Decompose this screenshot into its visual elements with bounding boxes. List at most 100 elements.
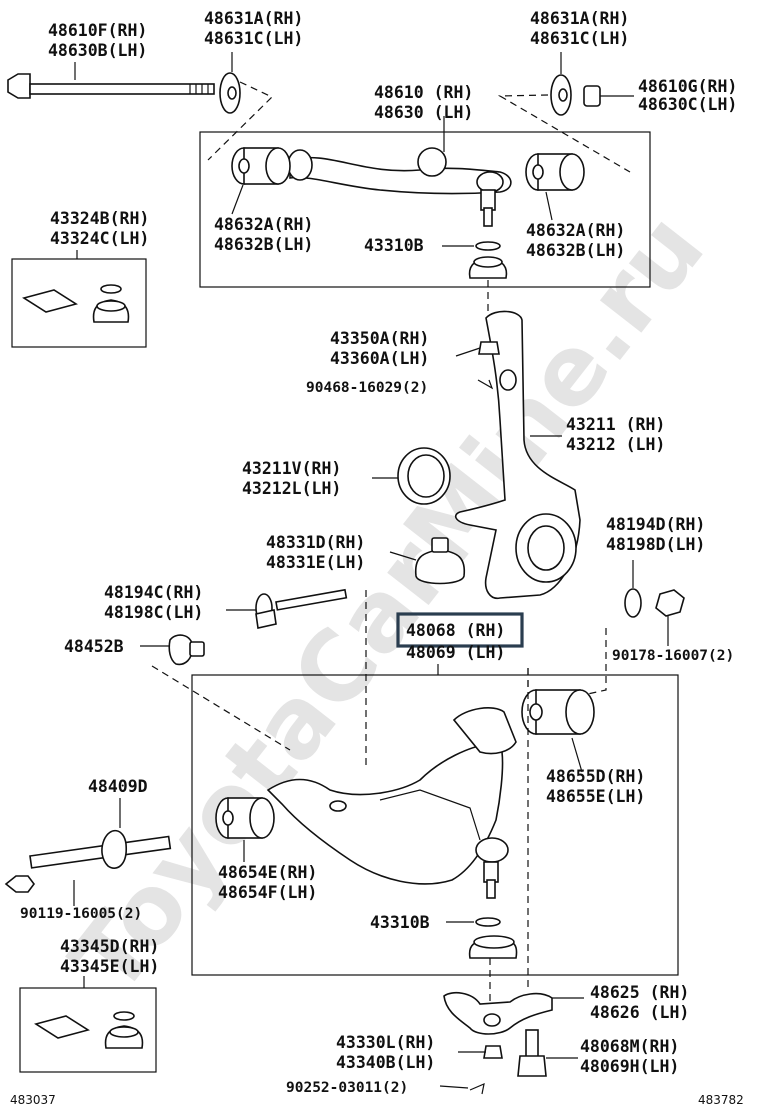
- svg-text:43212 (LH): 43212 (LH): [566, 435, 665, 454]
- label-48194C[interactable]: 48194C(RH) 48198C(LH): [104, 583, 203, 622]
- cam-washer-lower[interactable]: [168, 634, 205, 666]
- knuckle-arm-bolt[interactable]: [517, 1029, 547, 1077]
- svg-text:43211 (RH): 43211 (RH): [566, 415, 665, 434]
- steering-knuckle-arm[interactable]: [443, 991, 553, 1035]
- label-48632A-right[interactable]: 48632A(RH) 48632B(LH): [526, 221, 625, 260]
- boot-kit-boot-upper[interactable]: [92, 284, 130, 323]
- upper-boot-kit-frame: [11, 258, 147, 348]
- camber-bolt-lower[interactable]: [255, 588, 348, 629]
- lower-arm-bushing-front[interactable]: [215, 797, 275, 839]
- label-48625[interactable]: 48625 (RH) 48626 (LH): [590, 983, 689, 1022]
- svg-text:43330L(RH): 43330L(RH): [336, 1033, 435, 1052]
- svg-text:48655D(RH): 48655D(RH): [546, 767, 645, 786]
- label-43345D[interactable]: 43345D(RH) 43345E(LH): [60, 937, 159, 976]
- cam-washer-left[interactable]: [219, 72, 241, 114]
- upper-ball-joint-boot[interactable]: [468, 241, 508, 279]
- label-48610F[interactable]: 48610F(RH) 48630B(LH): [48, 21, 147, 60]
- svg-text:48632B(LH): 48632B(LH): [214, 235, 313, 254]
- lower-control-arm[interactable]: [266, 707, 517, 885]
- label-48069[interactable]: 48069 (LH): [406, 643, 505, 662]
- label-48068M[interactable]: 48068M(RH) 48069H(LH): [580, 1037, 679, 1076]
- castle-nut-upper[interactable]: [478, 341, 500, 355]
- lower-arm-bolt[interactable]: [4, 835, 172, 893]
- svg-text:43345D(RH): 43345D(RH): [60, 937, 159, 956]
- cam-plate-right[interactable]: [624, 588, 642, 618]
- label-48331D[interactable]: 48331D(RH) 48331E(LH): [266, 533, 365, 572]
- castle-nut-lower[interactable]: [483, 1045, 503, 1059]
- cotter-pin-upper[interactable]: [477, 379, 494, 390]
- svg-text:48630B(LH): 48630B(LH): [48, 41, 147, 60]
- upper-arm-bolt[interactable]: [7, 73, 215, 99]
- svg-text:48631C(LH): 48631C(LH): [204, 29, 303, 48]
- svg-text:48631A(RH): 48631A(RH): [530, 9, 629, 28]
- label-48409D[interactable]: 48409D: [88, 777, 148, 796]
- label-48610[interactable]: 48610 (RH) 48630 (LH): [374, 83, 473, 122]
- label-48655D[interactable]: 48655D(RH) 48655E(LH): [546, 767, 645, 806]
- svg-text:48632A(RH): 48632A(RH): [214, 215, 313, 234]
- svg-text:48198D(LH): 48198D(LH): [606, 535, 705, 554]
- highlight-box-48068: [396, 612, 524, 648]
- svg-text:43345E(LH): 43345E(LH): [60, 957, 159, 976]
- cam-plate-lower[interactable]: [101, 829, 127, 869]
- svg-text:43340B(LH): 43340B(LH): [336, 1053, 435, 1072]
- svg-text:48632B(LH): 48632B(LH): [526, 241, 625, 260]
- svg-text:48630 (LH): 48630 (LH): [374, 103, 473, 122]
- label-90178[interactable]: 90178-16007(2): [612, 648, 734, 664]
- bump-stopper[interactable]: [414, 537, 466, 585]
- svg-text:43360A(LH): 43360A(LH): [330, 349, 429, 368]
- svg-text:48331D(RH): 48331D(RH): [266, 533, 365, 552]
- svg-text:43324B(RH): 43324B(RH): [50, 209, 149, 228]
- label-48194D[interactable]: 48194D(RH) 48198D(LH): [606, 515, 705, 554]
- lower-ball-joint[interactable]: [475, 837, 509, 899]
- svg-text:43211V(RH): 43211V(RH): [242, 459, 341, 478]
- cotter-pin-lower[interactable]: [469, 1082, 485, 1095]
- boot-kit-grease-pack-lower[interactable]: [34, 1015, 90, 1039]
- nut-right-lower[interactable]: [655, 589, 685, 617]
- label-48654E[interactable]: 48654E(RH) 48654F(LH): [218, 863, 317, 902]
- label-48068-highlighted[interactable]: 48068 (RH): [406, 621, 505, 640]
- label-90252[interactable]: 90252-03011(2): [286, 1080, 408, 1096]
- upper-arm-group-frame: [199, 131, 651, 288]
- label-43324B[interactable]: 43324B(RH) 43324C(LH): [50, 209, 149, 248]
- svg-text:48610F(RH): 48610F(RH): [48, 21, 147, 40]
- svg-text:48194D(RH): 48194D(RH): [606, 515, 705, 534]
- svg-text:48610G(RH): 48610G(RH): [638, 77, 737, 96]
- svg-text:48631A(RH): 48631A(RH): [204, 9, 303, 28]
- svg-text:48654F(LH): 48654F(LH): [218, 883, 317, 902]
- boot-kit-grease-pack-upper[interactable]: [22, 289, 78, 313]
- lower-arm-bushing-rear[interactable]: [521, 689, 595, 735]
- upper-arm-nut[interactable]: [583, 85, 634, 107]
- illustration-code-right: 483782: [698, 1093, 744, 1107]
- knuckle-seal[interactable]: [397, 447, 451, 505]
- upper-arm-bushing-rear[interactable]: [525, 153, 585, 191]
- lower-boot-kit-frame: [19, 987, 157, 1073]
- boot-kit-boot-lower[interactable]: [104, 1011, 144, 1049]
- upper-control-arm[interactable]: [287, 147, 512, 227]
- svg-text:48655E(LH): 48655E(LH): [546, 787, 645, 806]
- svg-text:48198C(LH): 48198C(LH): [104, 603, 203, 622]
- label-48631A-left[interactable]: 48631A(RH) 48631C(LH): [204, 9, 303, 48]
- label-48632A-left[interactable]: 48632A(RH) 48632B(LH): [214, 215, 313, 254]
- label-43310B-bottom[interactable]: 43310B: [370, 913, 430, 932]
- svg-text:48631C(LH): 48631C(LH): [530, 29, 629, 48]
- label-43211[interactable]: 43211 (RH) 43212 (LH): [566, 415, 665, 454]
- label-90119[interactable]: 90119-16005(2): [20, 906, 142, 922]
- label-48631A-right[interactable]: 48631A(RH) 48631C(LH): [530, 9, 629, 48]
- cam-washer-right[interactable]: [550, 74, 572, 116]
- label-43330L[interactable]: 43330L(RH) 43340B(LH): [336, 1033, 435, 1072]
- label-43350A[interactable]: 43350A(RH) 43360A(LH): [330, 329, 429, 368]
- upper-arm-bushing-front[interactable]: [231, 147, 291, 185]
- lower-ball-joint-boot[interactable]: [468, 917, 518, 959]
- steering-knuckle[interactable]: [454, 310, 581, 600]
- label-43310B-top[interactable]: 43310B: [364, 236, 424, 255]
- label-48610G[interactable]: 48610G(RH) 48630C(LH): [638, 77, 737, 114]
- label-48452B[interactable]: 48452B: [64, 637, 124, 656]
- svg-text:48331E(LH): 48331E(LH): [266, 553, 365, 572]
- label-90468[interactable]: 90468-16029(2): [306, 380, 428, 396]
- svg-text:48632A(RH): 48632A(RH): [526, 221, 625, 240]
- svg-text:43350A(RH): 43350A(RH): [330, 329, 429, 348]
- svg-text:48068M(RH): 48068M(RH): [580, 1037, 679, 1056]
- label-43211V[interactable]: 43211V(RH) 43212L(LH): [242, 459, 341, 498]
